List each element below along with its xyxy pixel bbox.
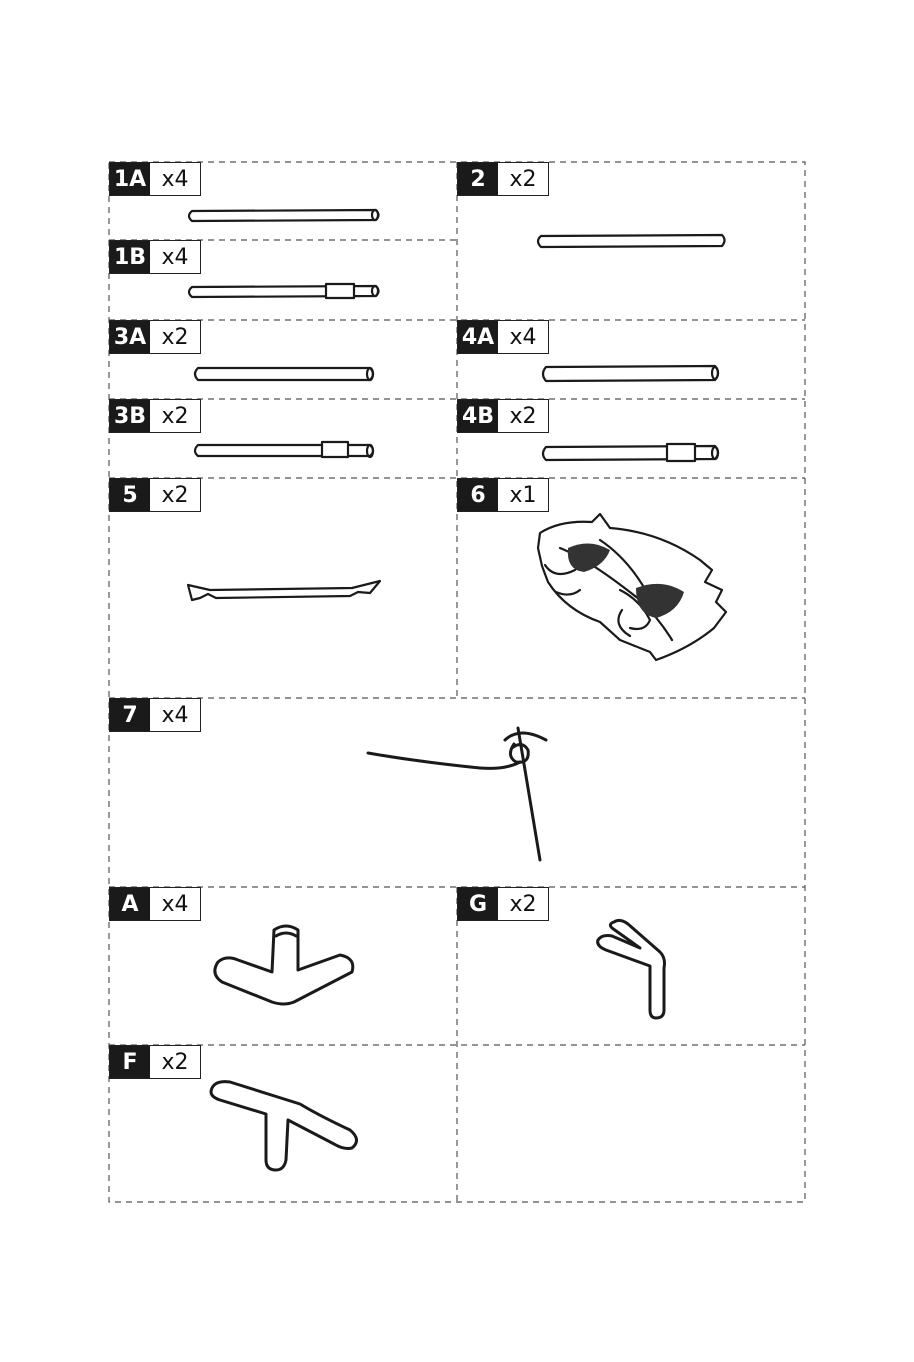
- part-quantity: x4: [498, 321, 548, 353]
- pole-1a-drawing: [189, 210, 379, 221]
- pole-4b-drawing: [543, 444, 718, 461]
- label-3b: 3B x2: [109, 399, 201, 433]
- label-4b: 4B x2: [457, 399, 549, 433]
- part-quantity: x2: [150, 321, 200, 353]
- bent-pole-5-drawing: [188, 581, 380, 600]
- part-quantity: x2: [498, 400, 548, 432]
- part-code: 1B: [110, 241, 150, 273]
- part-code: 4A: [458, 321, 498, 353]
- pole-3b-drawing: [195, 442, 373, 457]
- connector-a-drawing: [215, 926, 353, 1004]
- part-code: 7: [110, 699, 150, 731]
- connector-g-drawing: [598, 920, 665, 1018]
- part-code: 3A: [110, 321, 150, 353]
- part-code: 5: [110, 479, 150, 511]
- part-code: F: [110, 1046, 150, 1078]
- part-code: G: [458, 888, 498, 920]
- label-6: 6 x1: [457, 478, 549, 512]
- part-code: 3B: [110, 400, 150, 432]
- part-quantity: x2: [150, 1046, 200, 1078]
- peg-with-rope-7-drawing: [368, 728, 546, 860]
- part-code: 2: [458, 163, 498, 195]
- part-quantity: x4: [150, 241, 200, 273]
- label-5: 5 x2: [109, 478, 201, 512]
- part-quantity: x4: [150, 699, 200, 731]
- connector-f-drawing: [211, 1082, 357, 1170]
- part-code: 4B: [458, 400, 498, 432]
- part-code: 6: [458, 479, 498, 511]
- pole-2-drawing: [538, 235, 725, 247]
- part-quantity: x2: [150, 400, 200, 432]
- label-f: F x2: [109, 1045, 201, 1079]
- label-1b: 1B x4: [109, 240, 201, 274]
- label-7: 7 x4: [109, 698, 201, 732]
- label-a: A x4: [109, 887, 201, 921]
- storage-bag-6-drawing: [538, 514, 726, 660]
- label-4a: 4A x4: [457, 320, 549, 354]
- part-quantity: x4: [150, 888, 200, 920]
- part-code: 1A: [110, 163, 150, 195]
- part-quantity: x2: [150, 479, 200, 511]
- pole-3a-drawing: [195, 368, 373, 380]
- label-3a: 3A x2: [109, 320, 201, 354]
- label-2: 2 x2: [457, 162, 549, 196]
- label-1a: 1A x4: [109, 162, 201, 196]
- pole-1b-drawing: [189, 284, 379, 298]
- part-code: A: [110, 888, 150, 920]
- label-g: G x2: [457, 887, 549, 921]
- pole-4a-drawing: [543, 366, 718, 381]
- part-quantity: x4: [150, 163, 200, 195]
- part-quantity: x2: [498, 888, 548, 920]
- part-quantity: x1: [498, 479, 548, 511]
- storage-bag-6-shading: [568, 543, 684, 618]
- part-quantity: x2: [498, 163, 548, 195]
